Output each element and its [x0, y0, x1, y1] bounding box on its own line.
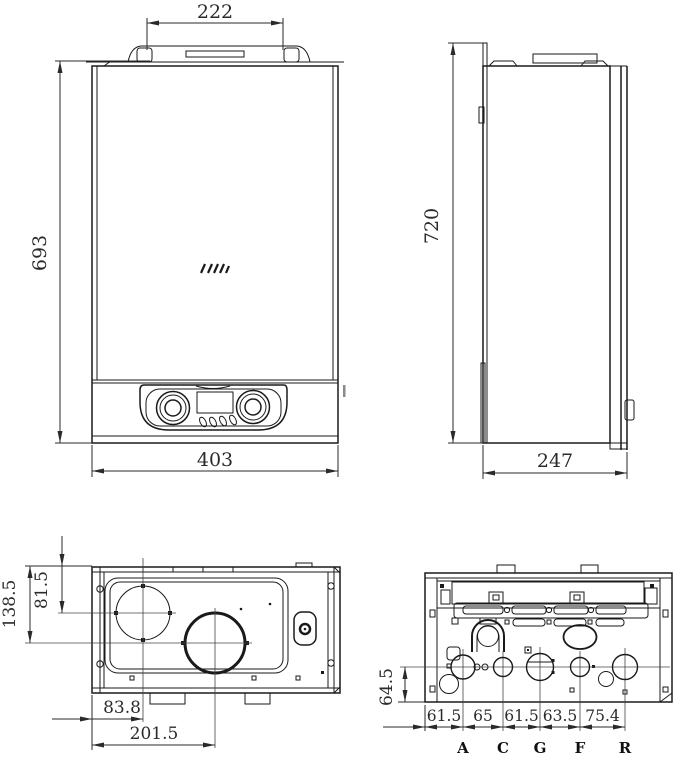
back-bottom-step: [609, 442, 628, 450]
pipe-label-G: G: [534, 739, 547, 757]
recess-outline: [104, 577, 289, 674]
left-knob[interactable]: [155, 390, 191, 426]
right-knob[interactable]: [235, 389, 271, 425]
dim-text-138-5: 138.5: [0, 580, 20, 629]
dim-text-201-5: 201.5: [130, 724, 179, 744]
pipe-label-C: C: [497, 739, 509, 757]
dim-bracket-width: 222: [146, 1, 284, 50]
side-cabinet-outline: [482, 65, 611, 444]
dim-pipe-center-height: 64.5: [377, 667, 425, 706]
top-edge-ticks: [142, 562, 313, 572]
dim-text-65: 65: [473, 707, 493, 725]
dim-side-height: 720: [421, 42, 483, 444]
control-panel-inner: [145, 388, 282, 427]
dim-front-height: 693: [29, 60, 150, 444]
bracket-outline: [127, 45, 311, 63]
top-raised-plate: [532, 53, 598, 64]
top-view: 138.5 81.5 83.8 201.5: [0, 536, 341, 750]
pipe-labels: A C G F R: [456, 739, 632, 757]
dim-text-247: 247: [537, 450, 573, 472]
front-cabinet-outline: [91, 65, 339, 444]
bracket-plate: [482, 42, 488, 67]
dim-text-75-4: 75.4: [585, 707, 620, 725]
bracket-hook-right: [283, 47, 300, 63]
top-view-outline: [91, 566, 341, 694]
pipe-connections: [400, 647, 670, 731]
side-clip-mark: [343, 385, 346, 397]
recess-inner: [109, 581, 284, 670]
side-view: 720 247: [421, 42, 635, 479]
pipe-G: [525, 652, 555, 682]
front-view: 222 693 403: [29, 1, 346, 477]
pipe-R: [611, 653, 639, 681]
pipe-label-F: F: [575, 739, 586, 757]
bottom-tab-1: [149, 692, 186, 705]
dim-text-83-8: 83.8: [103, 698, 141, 718]
bottom-view: 64.5 61.5 65 61.5 63.5 75.4 A C G F R: [377, 564, 673, 757]
corner-bevel-br: [333, 686, 341, 694]
dim-text-222: 222: [197, 1, 233, 23]
dim-text-64-5: 64.5: [377, 668, 397, 706]
bracket-rail: [436, 580, 661, 609]
misc-holes: [439, 617, 628, 695]
dim-flue-depth-offset: 138.5: [0, 565, 92, 643]
rear-valve-protrusion: [624, 399, 635, 421]
screw-holes: [96, 582, 335, 681]
bottom-view-outline: [424, 572, 673, 703]
dim-pipe-chain: 61.5 65 61.5 63.5 75.4: [383, 705, 625, 731]
dim-text-61-5b: 61.5: [504, 707, 539, 725]
dim-text-81-5: 81.5: [32, 571, 52, 609]
dim-intake-width-offset: 83.8: [52, 695, 143, 750]
dim-text-403: 403: [197, 449, 233, 471]
display-screen: [196, 391, 234, 414]
top-view-centerlines: [25, 558, 252, 748]
bottom-tab-2: [244, 692, 271, 705]
dim-flue-width-offset: 201.5: [92, 724, 215, 748]
dim-text-63-5: 63.5: [543, 707, 578, 725]
top-lip-right: [580, 60, 609, 67]
dim-intake-depth-offset: 81.5: [32, 536, 65, 613]
oval-opening: [562, 624, 598, 650]
lip-bevel: [103, 60, 112, 67]
top-tab-2: [580, 564, 599, 574]
panel-buttons[interactable]: [198, 414, 238, 428]
control-panel-outline: [139, 384, 288, 431]
bracket-hook-left: [136, 47, 153, 63]
pipe-C: [492, 656, 514, 678]
dim-text-61-5a: 61.5: [427, 707, 462, 725]
pipe-A: [450, 654, 476, 680]
dim-front-width: 403: [91, 445, 339, 477]
pipe-label-R: R: [619, 739, 632, 757]
panel-top-arc: [195, 385, 231, 389]
pipe-F: [569, 656, 591, 678]
side-tab: [478, 106, 485, 124]
dim-side-depth: 247: [482, 445, 628, 479]
control-panel: [139, 384, 288, 431]
flange-holes: [429, 584, 669, 693]
condensate-siphon: [471, 617, 505, 652]
dim-text-720: 720: [421, 208, 443, 244]
mounting-bracket: [127, 45, 311, 63]
pipe-label-A: A: [456, 739, 469, 757]
bracket-slot: [185, 50, 245, 58]
corner-bevel: [659, 692, 673, 703]
top-lip-left: [488, 60, 518, 67]
vent-slots: [453, 602, 649, 627]
dim-text-693: 693: [29, 235, 51, 271]
top-tab-1: [496, 564, 516, 574]
corner-bevel-tr: [333, 566, 341, 574]
grommet-cutout: [293, 611, 317, 646]
brand-logo: [199, 263, 231, 274]
